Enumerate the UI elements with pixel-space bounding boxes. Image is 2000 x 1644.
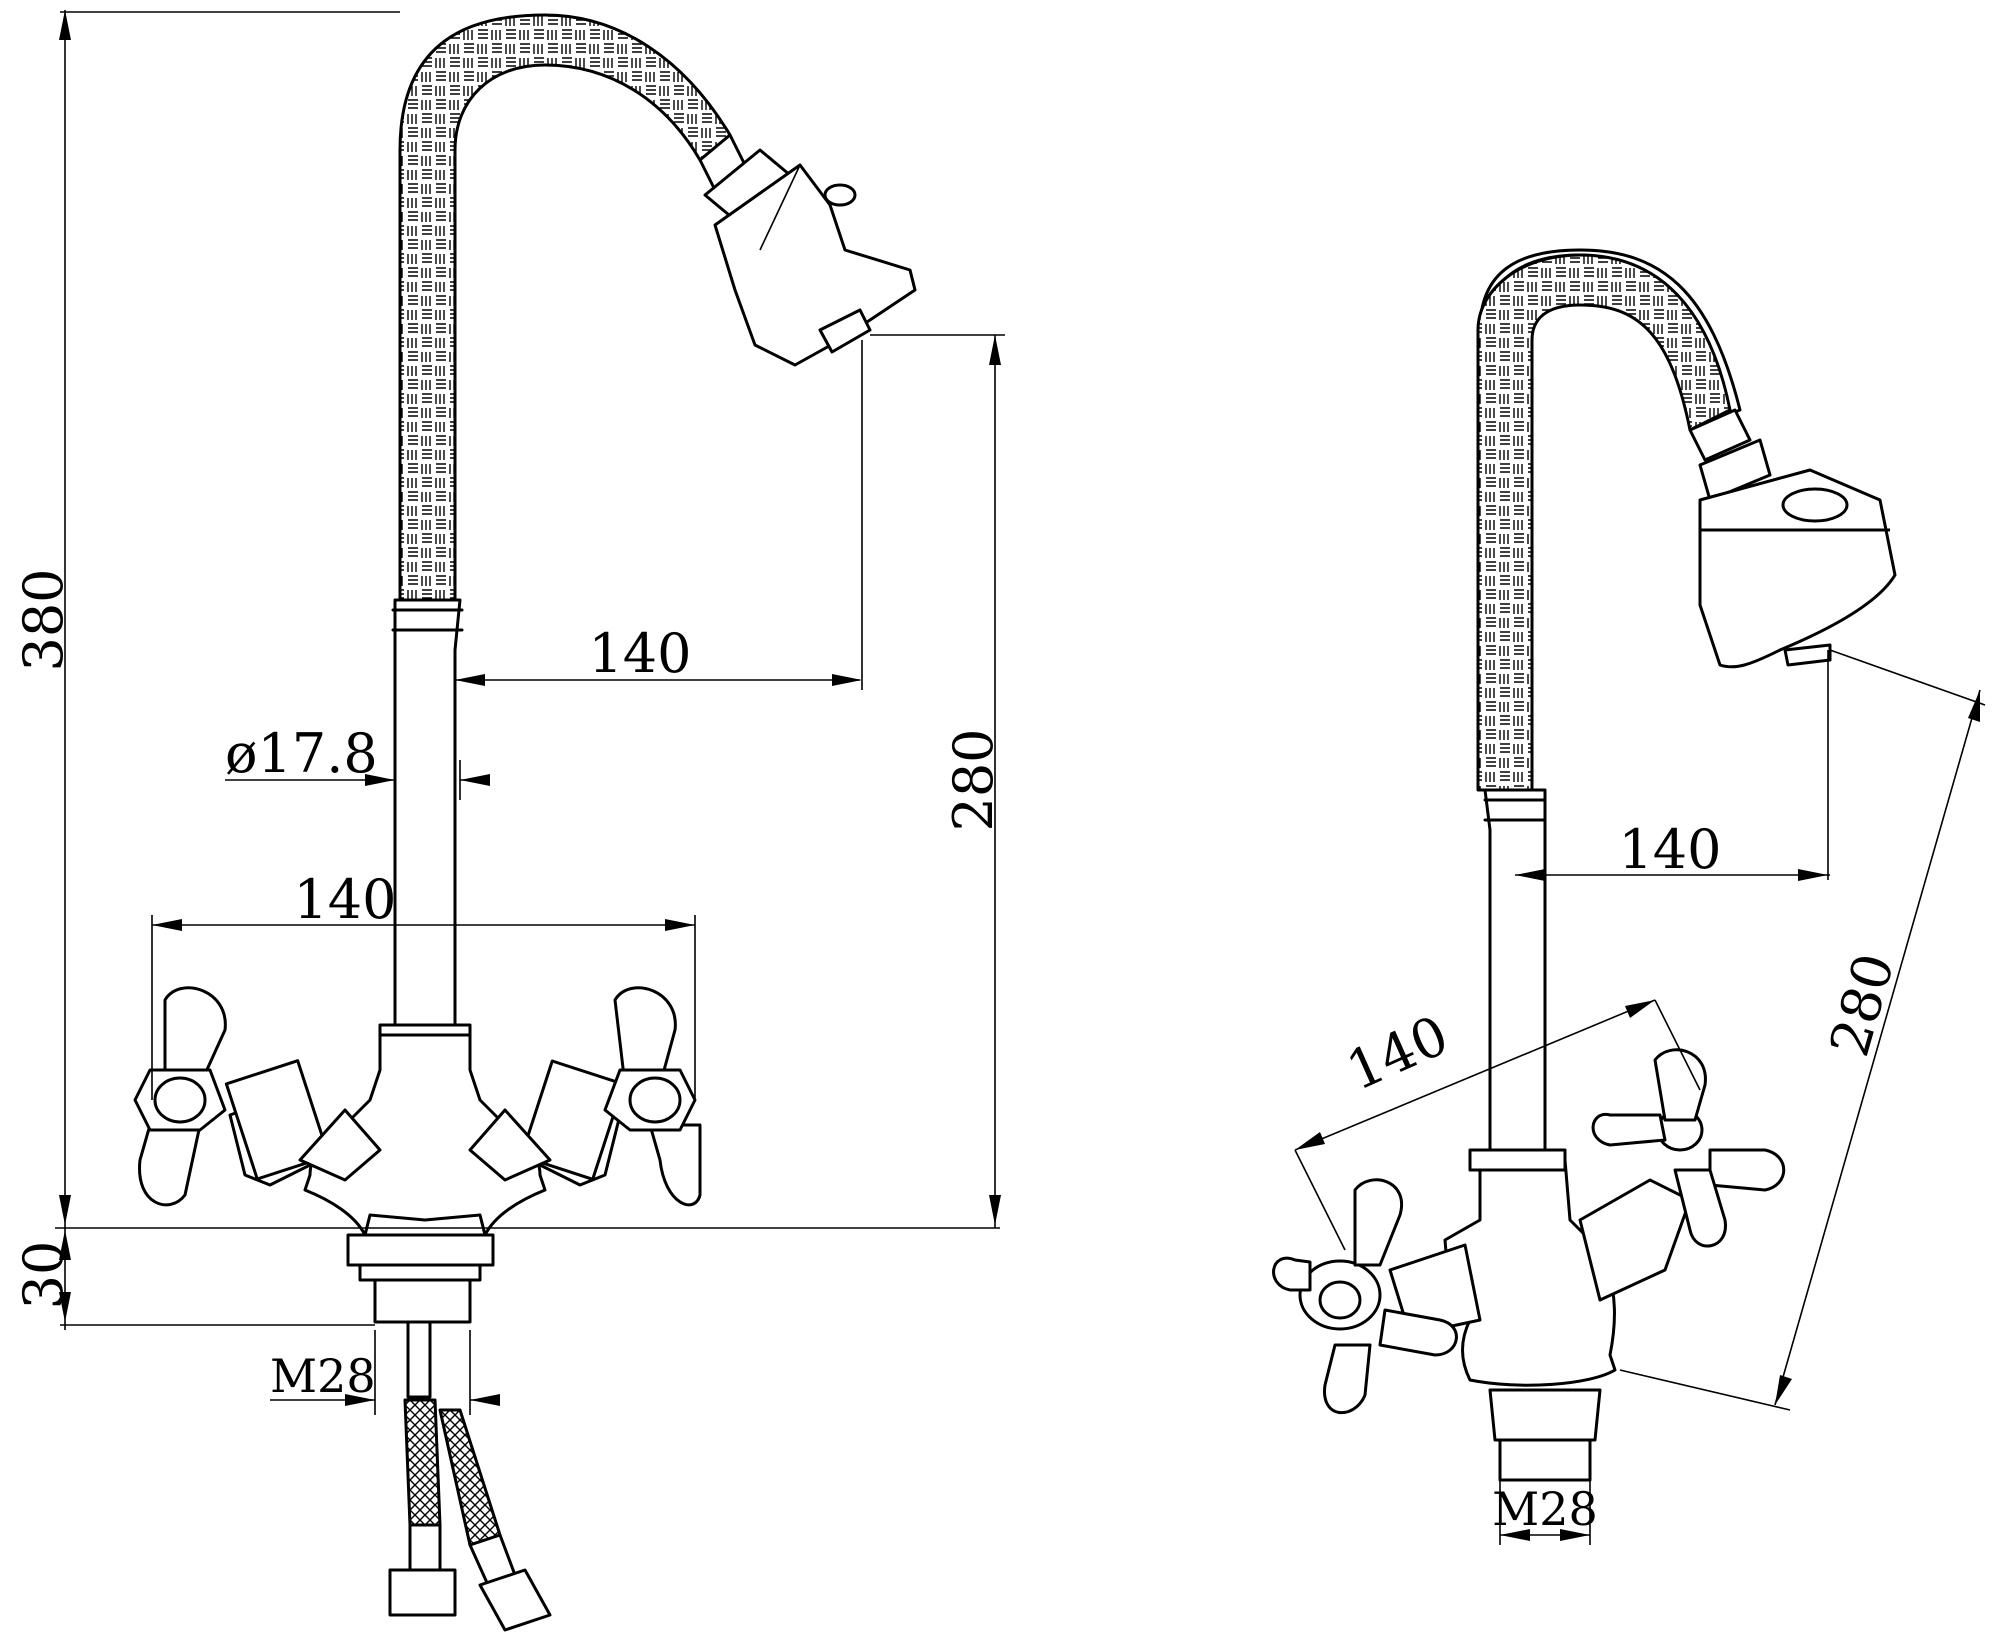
dim-spout-height: 280 [942,728,1005,831]
dim-spout-height-3d: 280 [1818,947,1907,1063]
right-valve-3d [1578,1048,1786,1302]
rigid-spout-pipe [393,598,462,1032]
front-view: 380 30 140 280 ø17.8 140 M28 [12,10,1005,1632]
dim-pipe-diameter: ø17.8 [225,722,378,785]
dim-spout-reach: 140 [588,622,691,685]
dim-handle-spread: 140 [293,868,396,931]
aerator-head [698,133,917,367]
supply-hoses [388,1320,552,1632]
dim-base-height: 30 [12,1241,75,1310]
left-valve-3d [1272,1178,1482,1414]
aerator-head-3d [1688,408,1897,669]
dim-thread-size: M28 [270,1349,376,1403]
perspective-view: 140 280 140 M28 [1272,248,1986,1545]
dim-overall-height: 380 [12,568,75,671]
right-valve [468,986,702,1207]
flexible-spout-hose [398,13,732,602]
rigid-spout-pipe-3d [1483,788,1547,1162]
threaded-shank-3d [1498,1438,1592,1482]
left-valve [133,986,382,1207]
dim-spout-reach-3d: 140 [1618,818,1721,881]
threaded-shank [373,1278,472,1324]
dim-handle-spread-3d: 140 [1338,1003,1458,1102]
base-nut [346,1233,495,1267]
dim-thread-size-3d: M28 [1492,1482,1598,1536]
